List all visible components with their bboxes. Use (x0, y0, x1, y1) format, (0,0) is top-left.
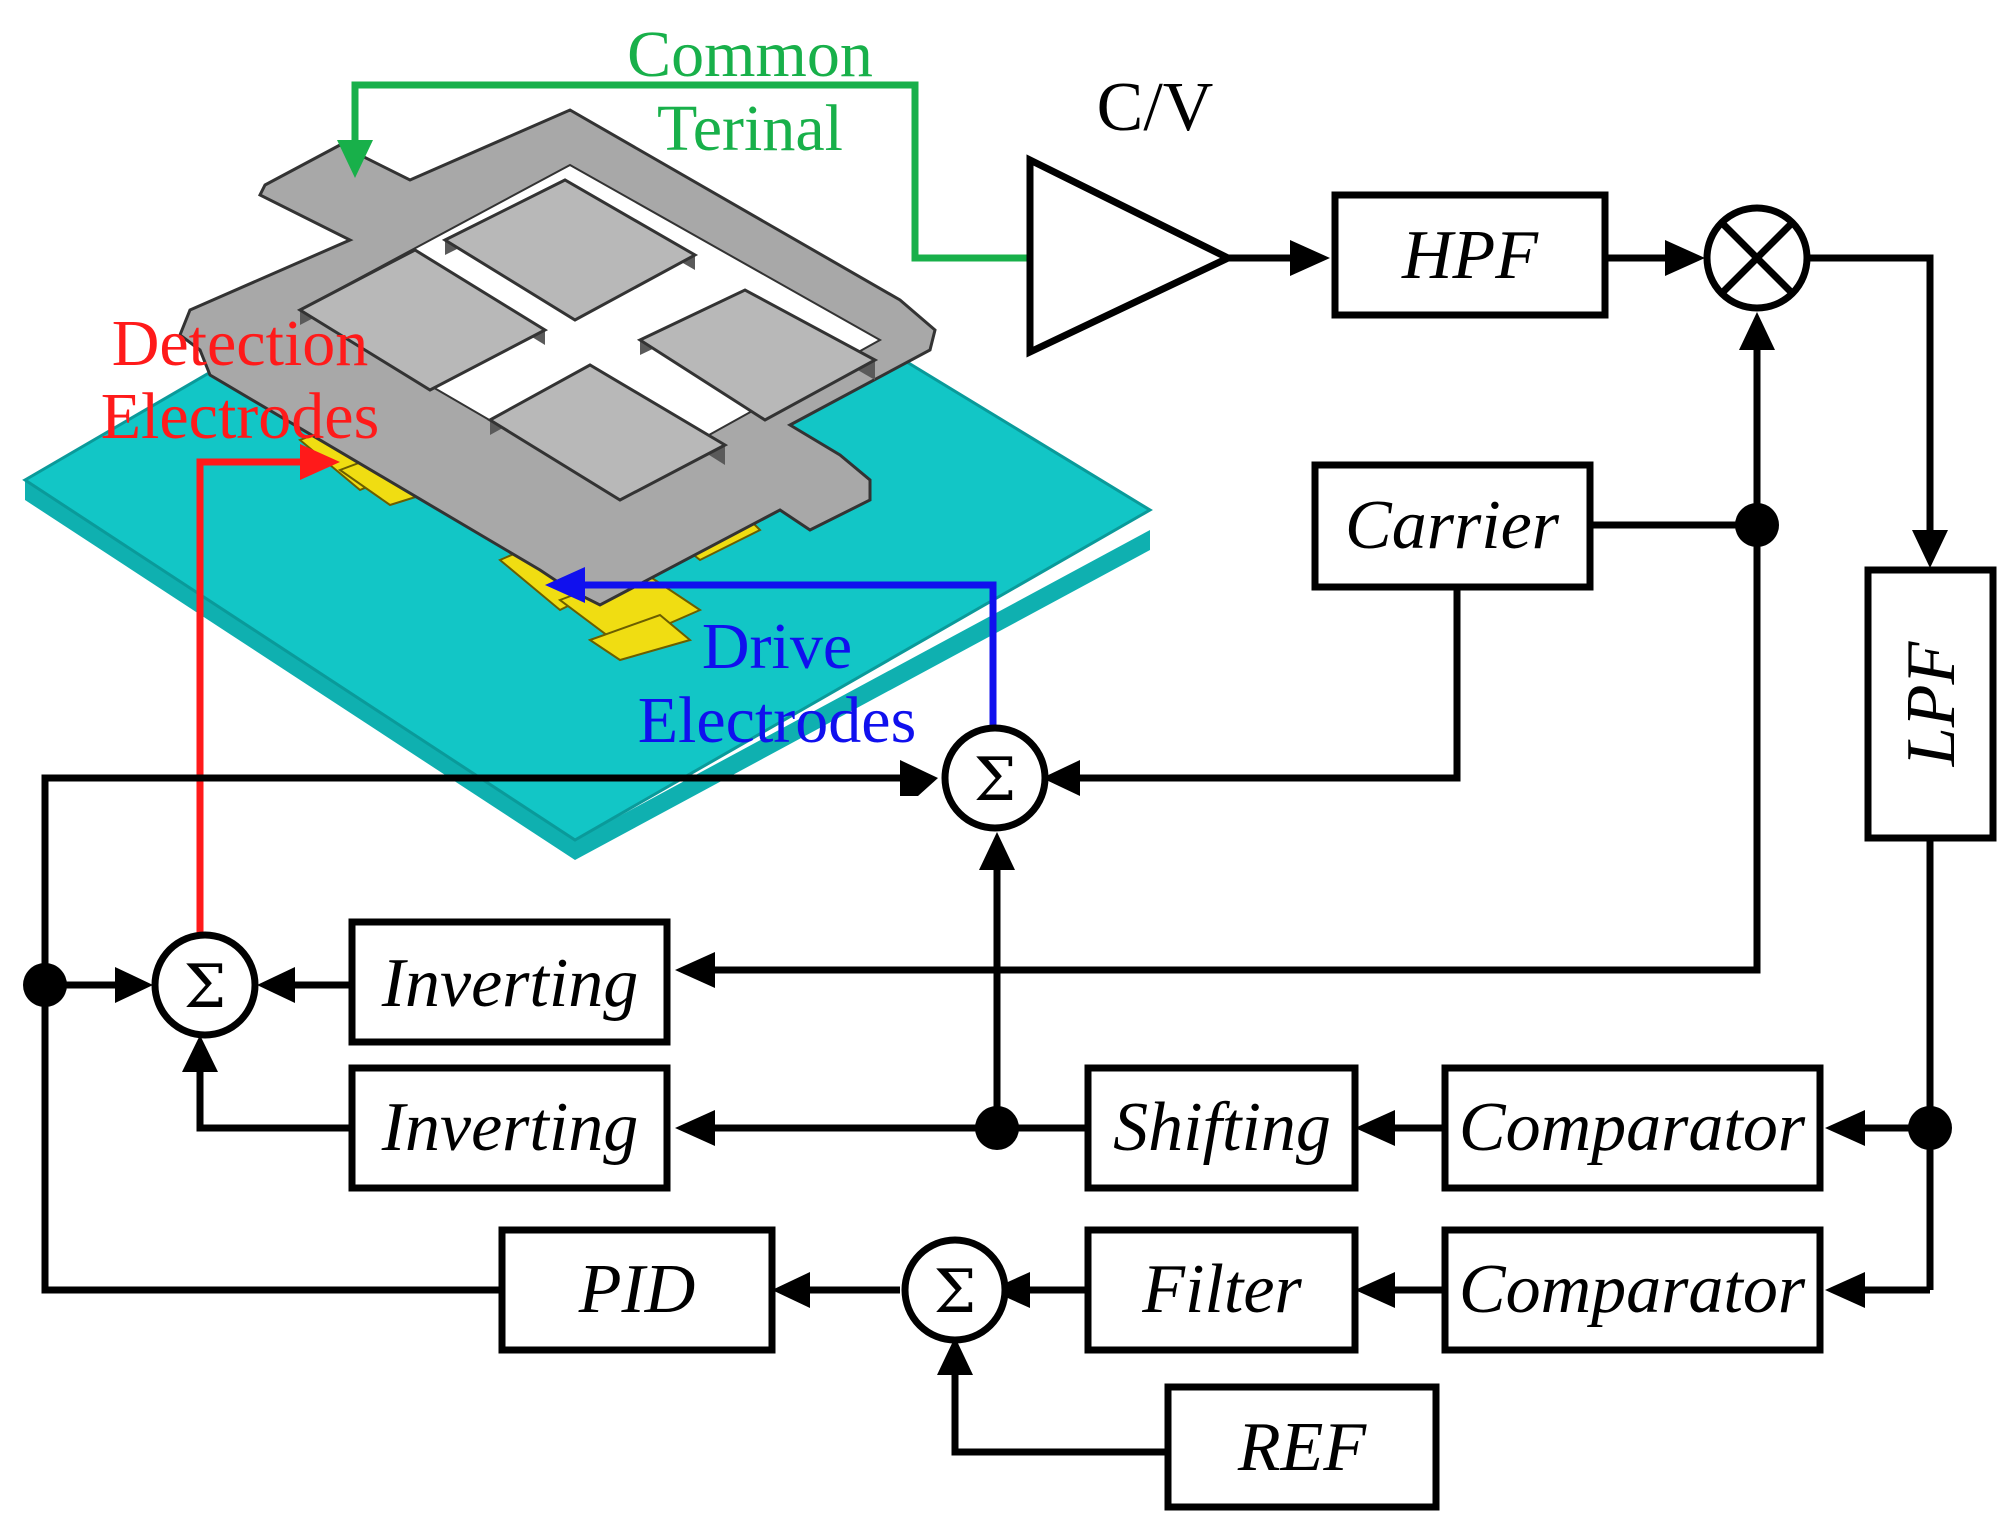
block-carrier-label: Carrier (1345, 487, 1560, 564)
block-ref-label: REF (1237, 1409, 1368, 1486)
block-filter-label: Filter (1141, 1251, 1302, 1328)
drive-arrow (545, 567, 585, 603)
block-lpf: LPF (1864, 566, 1997, 842)
proof-masses (296, 178, 879, 502)
block-shifting-label: Shifting (1113, 1089, 1331, 1166)
block-hpf-label: HPF (1401, 217, 1539, 294)
block-comparator-bottom-label: Comparator (1459, 1251, 1806, 1328)
junction-shifting (975, 1106, 1019, 1150)
cv-label: C/V (1097, 69, 1214, 146)
block-pid-label: PID (578, 1251, 696, 1328)
signal-wires (41, 240, 1948, 1456)
common-terminal-label-1: Common (627, 18, 873, 91)
cv-amplifier (1026, 154, 1237, 358)
block-ref: REF (1164, 1383, 1440, 1511)
detection-electrodes-label-1: Detection (112, 307, 369, 380)
sum-junction-detection: Σ (151, 931, 259, 1039)
block-carrier: Carrier (1311, 461, 1594, 591)
sum-junction-pid: Σ (901, 1236, 1009, 1344)
sum-symbol: Σ (934, 1257, 976, 1327)
detection-electrodes-label-2: Electrodes (101, 380, 380, 453)
block-hpf: HPF (1331, 191, 1609, 319)
detection-arrow (300, 444, 340, 480)
substrate-edge (25, 480, 1150, 860)
drive-electrodes-label-2: Electrodes (638, 684, 917, 757)
block-shifting: Shifting (1084, 1064, 1359, 1192)
block-pid: PID (498, 1226, 776, 1354)
junction-lpf (1908, 1106, 1952, 1150)
block-filter: Filter (1084, 1226, 1359, 1354)
multiplier (1703, 204, 1811, 312)
sum-symbol: Σ (184, 952, 226, 1022)
block-comparator-top-label: Comparator (1459, 1089, 1806, 1166)
common-terminal-wire (351, 81, 1035, 262)
common-terminal-label-2: Terinal (657, 92, 843, 165)
sum-symbol: Σ (974, 745, 1016, 815)
block-inverting-bottom-label: Inverting (381, 1089, 639, 1166)
block-inverting-top-label: Inverting (381, 945, 639, 1022)
junction-left (23, 963, 67, 1007)
sum-junction-drive: Σ (941, 724, 1049, 832)
block-inverting-top: Inverting (348, 918, 671, 1046)
mems-device-illustration (22, 108, 1153, 860)
block-inverting-bottom: Inverting (348, 1064, 671, 1192)
drive-wire (580, 581, 997, 730)
block-comparator-top: Comparator (1441, 1064, 1824, 1192)
common-terminal-arrow (337, 140, 373, 178)
block-comparator-bottom: Comparator (1441, 1226, 1824, 1354)
drive-electrodes-label-1: Drive (702, 610, 852, 683)
junction-carrier (1735, 503, 1779, 547)
block-lpf-label: LPF (1893, 641, 1970, 768)
